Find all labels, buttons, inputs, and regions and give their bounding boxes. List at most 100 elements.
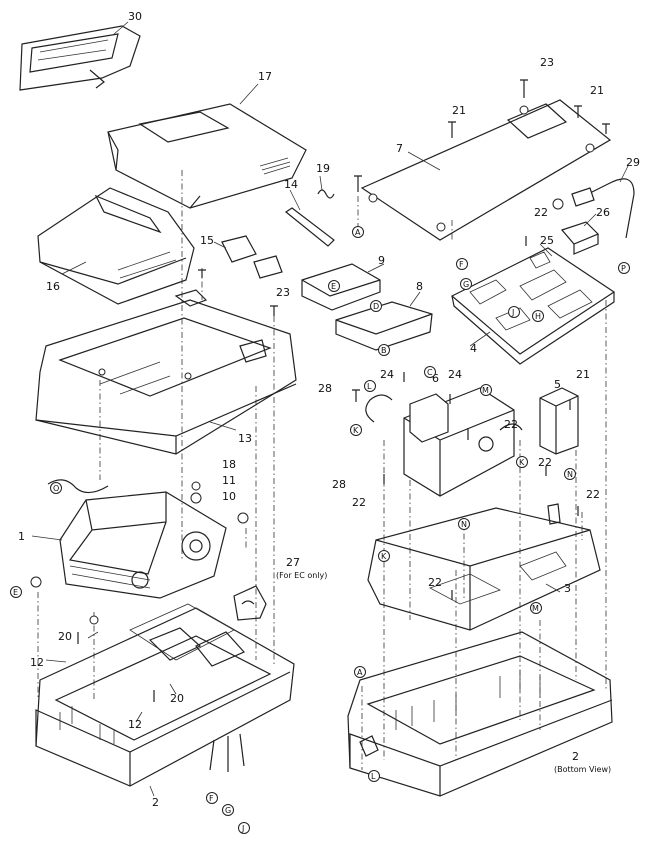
connector-n: N xyxy=(564,468,576,480)
svg-text:F: F xyxy=(459,260,464,269)
connector-l: L xyxy=(364,380,376,392)
for-ec-only-note: (For EC only) xyxy=(276,571,327,580)
part-number: 28 xyxy=(318,382,332,395)
connector-k: K xyxy=(350,424,362,436)
connector-m-lower: M xyxy=(530,602,542,614)
part-number: 11 xyxy=(222,474,236,487)
part-number: 30 xyxy=(128,10,142,23)
part-number: 12 xyxy=(30,656,44,669)
ribbon-cassette-part[interactable] xyxy=(19,25,141,91)
ec-module-part-27[interactable] xyxy=(233,585,267,621)
part-number: 4 xyxy=(470,342,477,355)
front-cover-part[interactable] xyxy=(37,187,195,305)
svg-text:G: G xyxy=(225,806,231,815)
part-number: 20 xyxy=(58,630,72,643)
lower-case-part-left[interactable] xyxy=(35,603,295,787)
part-number: 22 xyxy=(534,206,548,219)
part-number: 5 xyxy=(554,378,561,391)
bottom-plate-part[interactable] xyxy=(367,503,601,631)
part-number: 1 xyxy=(18,530,25,543)
part-number: 12 xyxy=(128,718,142,731)
upper-case-part[interactable] xyxy=(35,289,297,455)
part-number: 22 xyxy=(538,456,552,469)
connector-o: O xyxy=(50,482,62,494)
part-number: 20 xyxy=(170,692,184,705)
part-number: 25 xyxy=(540,234,554,247)
part-number-labels: 30 17 16 15 19 14 23 13 18 11 10 1 27 20… xyxy=(18,10,640,809)
part-number: 8 xyxy=(416,280,423,293)
svg-text:D: D xyxy=(373,302,379,311)
connector-a-lower: A xyxy=(354,666,366,678)
print-mechanism-part[interactable] xyxy=(47,479,227,599)
connector-b: B xyxy=(378,344,390,356)
part-number: 3 xyxy=(564,582,571,595)
part-number: 19 xyxy=(316,162,330,175)
svg-text:C: C xyxy=(427,368,433,377)
svg-text:P: P xyxy=(621,264,626,273)
part-number: 21 xyxy=(576,368,590,381)
shaft-part-14[interactable] xyxy=(284,207,335,247)
part-number: 23 xyxy=(540,56,554,69)
cushion-part-8[interactable] xyxy=(335,301,433,351)
part-callout-lines xyxy=(31,21,629,797)
screws xyxy=(30,79,610,702)
svg-text:A: A xyxy=(357,668,363,677)
lower-case-part-bottom-view[interactable] xyxy=(347,631,613,797)
svg-text:A: A xyxy=(355,228,361,237)
assembly-leader-lines xyxy=(37,170,607,770)
relay-part-26[interactable] xyxy=(560,221,600,255)
svg-text:M: M xyxy=(532,604,539,613)
connector-g-left: G xyxy=(222,804,234,816)
svg-text:O: O xyxy=(53,484,59,493)
connector-reference-labels: A P F G E D B C L K M H J N K M A L O E … xyxy=(10,226,630,834)
part-number: 28 xyxy=(332,478,346,491)
svg-text:K: K xyxy=(519,458,525,467)
cable-part-29[interactable] xyxy=(552,178,635,239)
cushion-part-9[interactable] xyxy=(301,263,381,311)
part-number: 2 xyxy=(152,796,159,809)
shield-plate-part[interactable] xyxy=(360,99,612,241)
part-number: 21 xyxy=(590,84,604,97)
svg-text:E: E xyxy=(331,282,336,291)
svg-text:H: H xyxy=(535,312,541,321)
part-number: 22 xyxy=(352,496,366,509)
part-number: 9 xyxy=(378,254,385,267)
part-number: 10 xyxy=(222,490,236,503)
part-number: 29 xyxy=(626,156,640,169)
top-cover-part[interactable] xyxy=(107,103,307,209)
svg-text:N: N xyxy=(567,470,573,479)
svg-text:K: K xyxy=(353,426,359,435)
connector-m: M xyxy=(480,384,492,396)
part-number: 6 xyxy=(432,372,439,385)
connector-j-left: J xyxy=(238,822,250,834)
part-number: 15 xyxy=(200,234,214,247)
bracket-part-5[interactable] xyxy=(539,387,579,455)
svg-text:N: N xyxy=(461,520,467,529)
svg-text:B: B xyxy=(381,346,387,355)
power-supply-part[interactable] xyxy=(365,387,523,497)
spring-part-19[interactable] xyxy=(317,189,335,199)
svg-text:J: J xyxy=(241,824,244,833)
connector-j: J xyxy=(508,306,520,318)
part-number: 7 xyxy=(396,142,403,155)
connector-c: C xyxy=(424,366,436,378)
connector-a: A xyxy=(352,226,364,238)
part-number: 14 xyxy=(284,178,298,191)
svg-text:G: G xyxy=(463,280,469,289)
svg-text:J: J xyxy=(511,308,514,317)
bottom-view-note: (Bottom View) xyxy=(554,765,611,774)
connector-n-mid: N xyxy=(458,518,470,530)
connector-l-lower: L xyxy=(368,770,380,782)
svg-text:E: E xyxy=(13,588,18,597)
part-number: 21 xyxy=(452,104,466,117)
svg-text:L: L xyxy=(367,382,372,391)
part-number: 24 xyxy=(448,368,462,381)
svg-text:F: F xyxy=(209,794,214,803)
part-number: 16 xyxy=(46,280,60,293)
connector-f: F xyxy=(456,258,468,270)
bracket-part-15[interactable] xyxy=(221,235,283,279)
connector-d: D xyxy=(370,300,382,312)
svg-text:M: M xyxy=(482,386,489,395)
part-number: 27 xyxy=(286,556,300,569)
